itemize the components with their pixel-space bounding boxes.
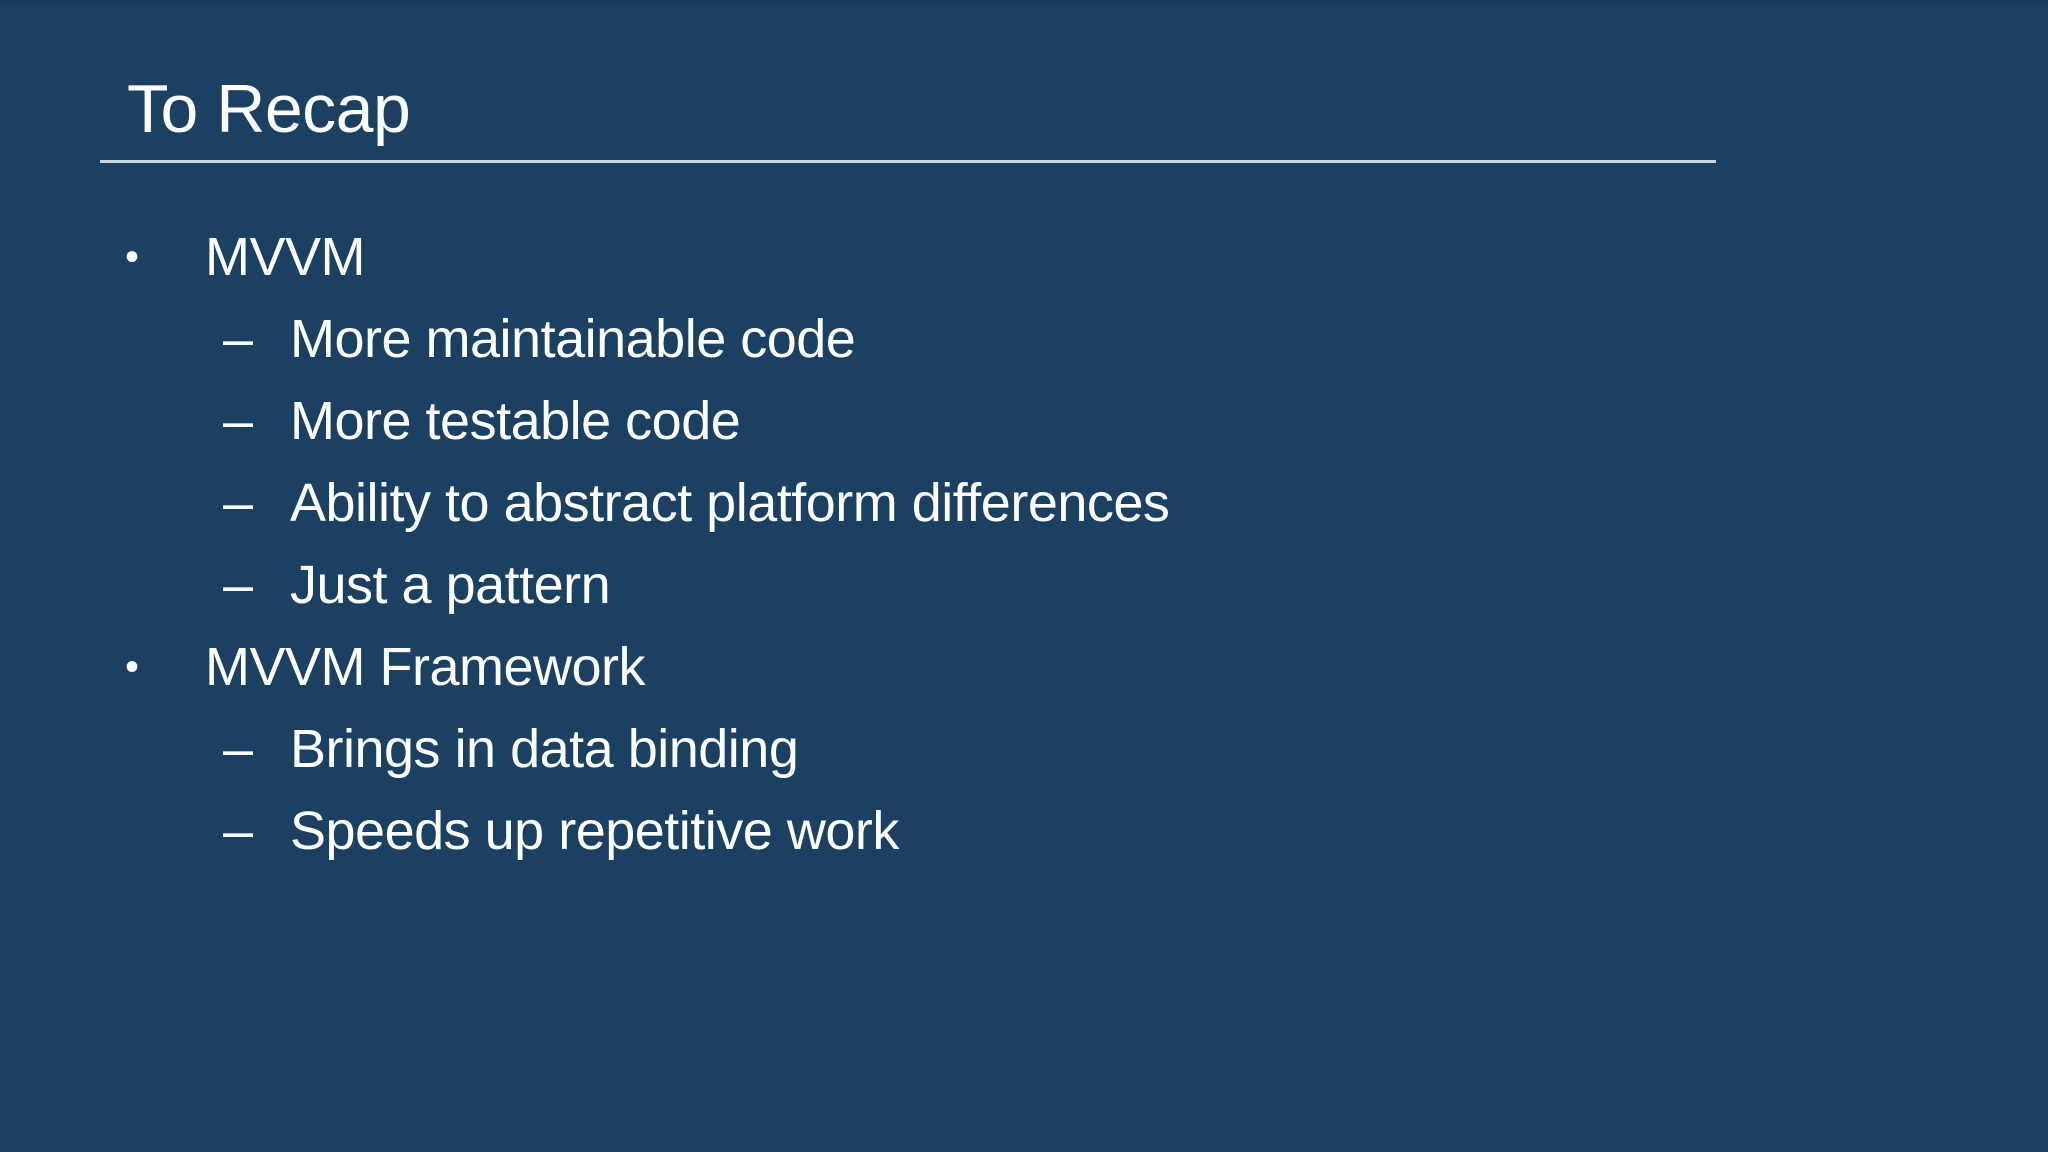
bullet-item: –Speeds up repetitive work bbox=[0, 790, 2048, 872]
bullet-dot-marker: • bbox=[125, 234, 139, 279]
bullet-text: Brings in data binding bbox=[290, 719, 799, 779]
bullet-text: MVVM bbox=[205, 227, 366, 287]
bullet-item: • MVVM Framework bbox=[0, 626, 2048, 708]
bullet-dash-marker: – bbox=[223, 309, 253, 369]
bullet-list: •MVVM–More maintainable code–More testab… bbox=[0, 216, 2048, 872]
bullet-text: More maintainable code bbox=[290, 309, 856, 369]
bullet-item: –More maintainable code bbox=[0, 298, 2048, 380]
bullet-text: More testable code bbox=[290, 391, 741, 451]
bullet-item: • MVVM bbox=[0, 216, 2048, 298]
bullet-dash-marker: – bbox=[223, 391, 253, 451]
title-underline bbox=[100, 160, 1716, 163]
bullet-text: Speeds up repetitive work bbox=[290, 801, 899, 861]
bullet-item: –Ability to abstract platform difference… bbox=[0, 462, 2048, 544]
bullet-item: –More testable code bbox=[0, 380, 2048, 462]
bullet-text: Ability to abstract platform differences bbox=[290, 473, 1170, 533]
bullet-dash-marker: – bbox=[223, 801, 253, 861]
bullet-item: –Just a pattern bbox=[0, 544, 2048, 626]
bullet-dash-marker: – bbox=[223, 555, 253, 615]
bullet-dash-marker: – bbox=[223, 473, 253, 533]
slide-title: To Recap bbox=[127, 71, 411, 147]
bullet-dot-marker: • bbox=[125, 644, 139, 689]
bullet-item: –Brings in data binding bbox=[0, 708, 2048, 790]
bullet-text: Just a pattern bbox=[290, 555, 611, 615]
bullet-dash-marker: – bbox=[223, 719, 253, 779]
bullet-text: MVVM Framework bbox=[205, 637, 646, 697]
